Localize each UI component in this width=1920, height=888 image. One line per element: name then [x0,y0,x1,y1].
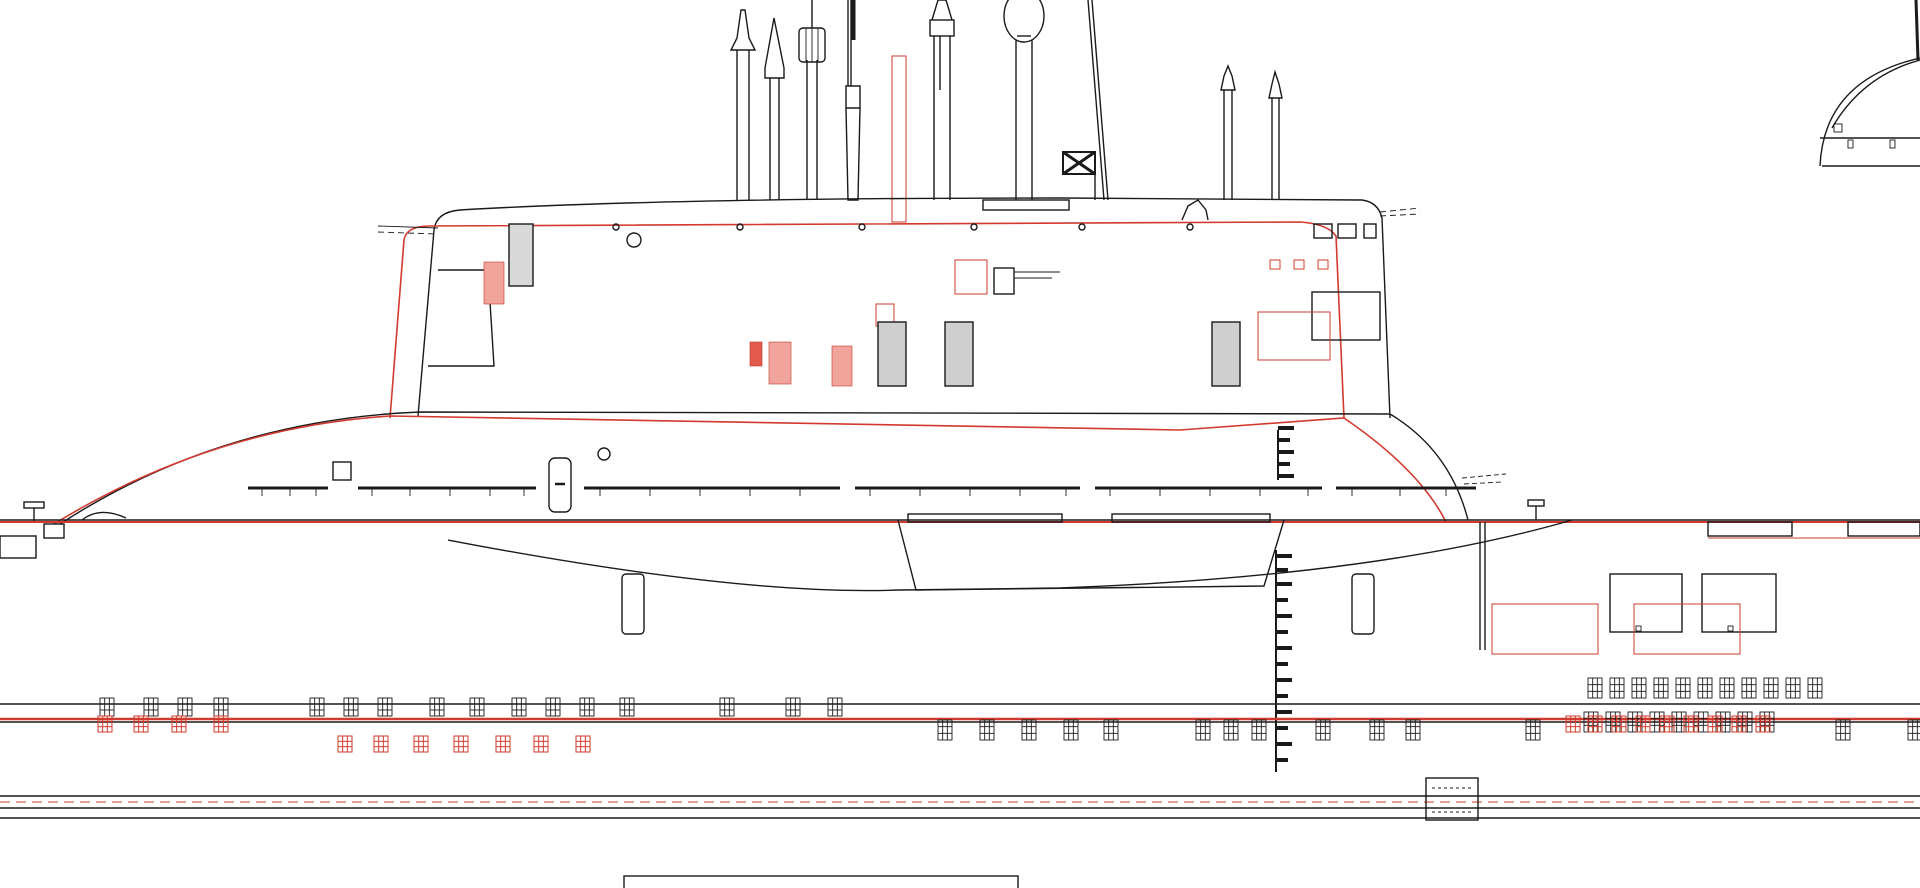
hatch-grid [1807,677,1823,699]
keel-lines [0,703,1920,888]
sail [377,197,1421,419]
hatch-grid [1835,719,1851,741]
hatch-grid [579,697,595,717]
hatch-grid [1315,719,1331,741]
deck-rails [248,486,1476,496]
hatch-grid [495,735,511,753]
hatch-grid [1731,715,1747,733]
hatch-grid [1627,711,1643,733]
hatch-grid [1631,677,1647,699]
hatch-grid [1707,715,1723,733]
hatch-grid [1715,711,1731,733]
hatch-grid [343,697,359,717]
keel-hatch-grids [97,677,1920,753]
hatch-grid [1653,677,1669,699]
hatch-grid [1719,677,1735,699]
mast-5 [929,0,955,200]
hatch-grid [511,697,527,717]
hatch-grid [1611,715,1627,733]
hatch-grid [429,697,445,717]
hatch-grid [99,697,115,717]
hatch-grid [1251,719,1267,741]
hatch-grid [453,735,469,753]
hatch-grid [1763,677,1779,699]
flag-icon [1062,150,1096,200]
hatch-grid [545,697,561,717]
hatch-grid [1609,677,1625,699]
hull [0,513,1920,650]
hatch-grid [1697,677,1713,699]
hatch-grid [1683,715,1699,733]
hatch-grid [1195,719,1211,741]
hatch-grid [213,715,229,733]
hatch-grid [309,697,325,717]
mast-3 [798,0,826,200]
hatch-grid [619,697,635,717]
hatch-grid [1659,715,1675,733]
hatch-grid [979,719,995,741]
hatch-grid [1103,719,1119,741]
hatch-grid [1587,715,1603,733]
sail-grilles [483,223,1241,387]
hatch-grid [1369,719,1385,741]
hatch-grid [1525,719,1541,741]
stern-dome [1819,0,1920,167]
hatch-grid [719,697,735,717]
hatch-grid [1671,711,1687,733]
hatch-grid [171,715,187,733]
stern-panels [1491,573,1777,655]
hatch-grid [1741,677,1757,699]
bow-fittings [0,499,1545,559]
hatch-grid [1565,715,1581,733]
hatch-grid [1587,677,1603,699]
mast-7 [1087,0,1109,201]
hatch-grid [1635,715,1651,733]
hatch-grid [373,735,389,753]
hatch-grid [1675,677,1691,699]
mast-6 [1003,0,1045,200]
hatch-grid [97,715,113,733]
hatch-grid [133,715,149,733]
hatch-grid [413,735,429,753]
hatch-grid [1223,719,1239,741]
hatch-grid [143,697,159,717]
hatch-grid [469,697,485,717]
hatch-grid [1021,719,1037,741]
hatch-grid [827,697,843,717]
mast-4 [845,0,861,201]
hatch-grid [377,697,393,717]
hatch-grid [937,719,953,741]
draught-marks [1275,426,1294,772]
hatch-grid [1405,719,1421,741]
sail-portholes [612,223,1194,248]
mast-2 [764,17,785,200]
hatch-grid [1063,719,1079,741]
hatch-grid [1785,677,1801,699]
hatch-grid [533,735,549,753]
hatch-grid [337,735,353,753]
mast-1 [729,9,757,200]
hatch-grid [785,697,801,717]
hatch-grid [1907,719,1920,741]
hatch-grid [177,697,193,717]
mast-9 [1268,69,1283,200]
mast-8 [1220,64,1236,200]
hatch-grid [213,697,229,717]
mast-group [729,0,1283,223]
hatch-grid [575,735,591,753]
fairing-dashes [1461,473,1507,485]
fairing [53,411,1469,525]
hatch-grid [1755,715,1771,733]
